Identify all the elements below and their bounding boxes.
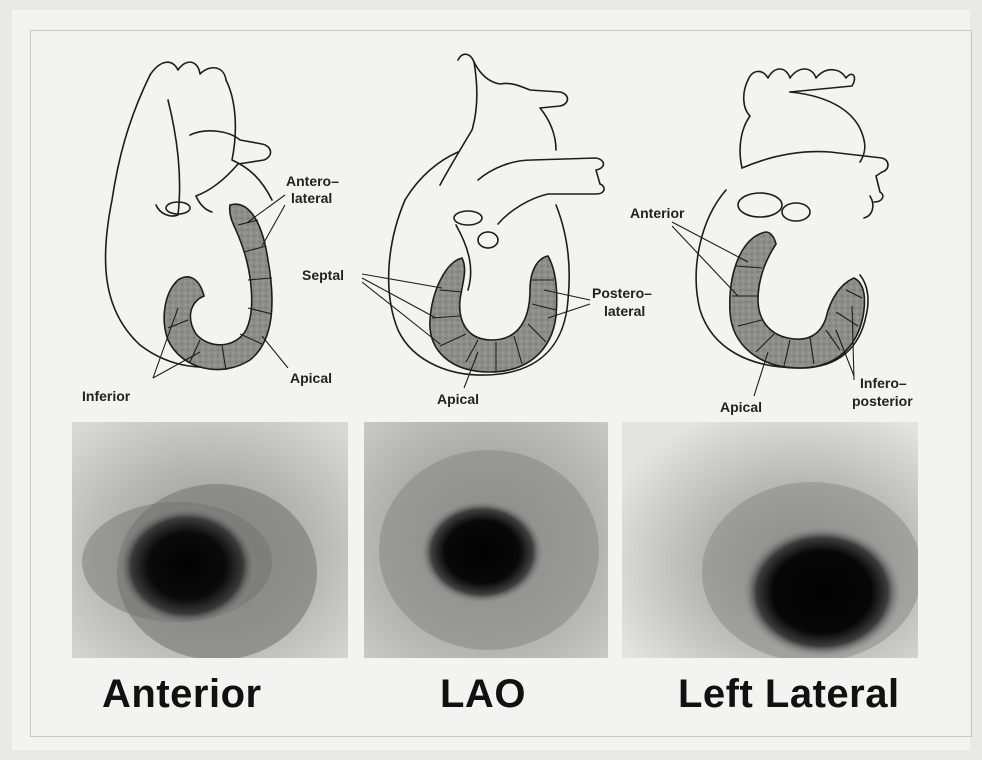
label-posterolateral-1: Postero– <box>592 285 652 301</box>
myocardium-left-lateral <box>730 232 865 368</box>
label-apical-anterior: Apical <box>290 370 332 386</box>
myocardium-anterior <box>164 204 272 370</box>
label-anterolateral-1: Antero– <box>286 173 339 189</box>
scan-anterior <box>72 422 348 658</box>
heart-lao <box>389 54 604 375</box>
label-apical-left-lateral: Apical <box>720 399 762 415</box>
caption-anterior: Anterior <box>102 672 262 717</box>
label-apical-lao: Apical <box>437 391 479 407</box>
myocardium-lao <box>430 256 557 372</box>
label-posterolateral-2: lateral <box>604 303 645 319</box>
caption-left-lateral: Left Lateral <box>678 672 900 717</box>
label-anterolateral-2: lateral <box>291 190 332 206</box>
label-anterior: Anterior <box>630 205 685 221</box>
label-septal: Septal <box>302 267 344 283</box>
label-inferoposterior-2: posterior <box>852 393 913 409</box>
scan-lao <box>364 422 608 658</box>
caption-lao: LAO <box>440 672 526 717</box>
scan-left-lateral <box>622 422 918 658</box>
heart-diagrams: Antero– lateral Inferior Apical Septal P… <box>0 0 982 420</box>
label-inferior: Inferior <box>82 388 131 404</box>
label-inferoposterior-1: Infero– <box>860 375 907 391</box>
